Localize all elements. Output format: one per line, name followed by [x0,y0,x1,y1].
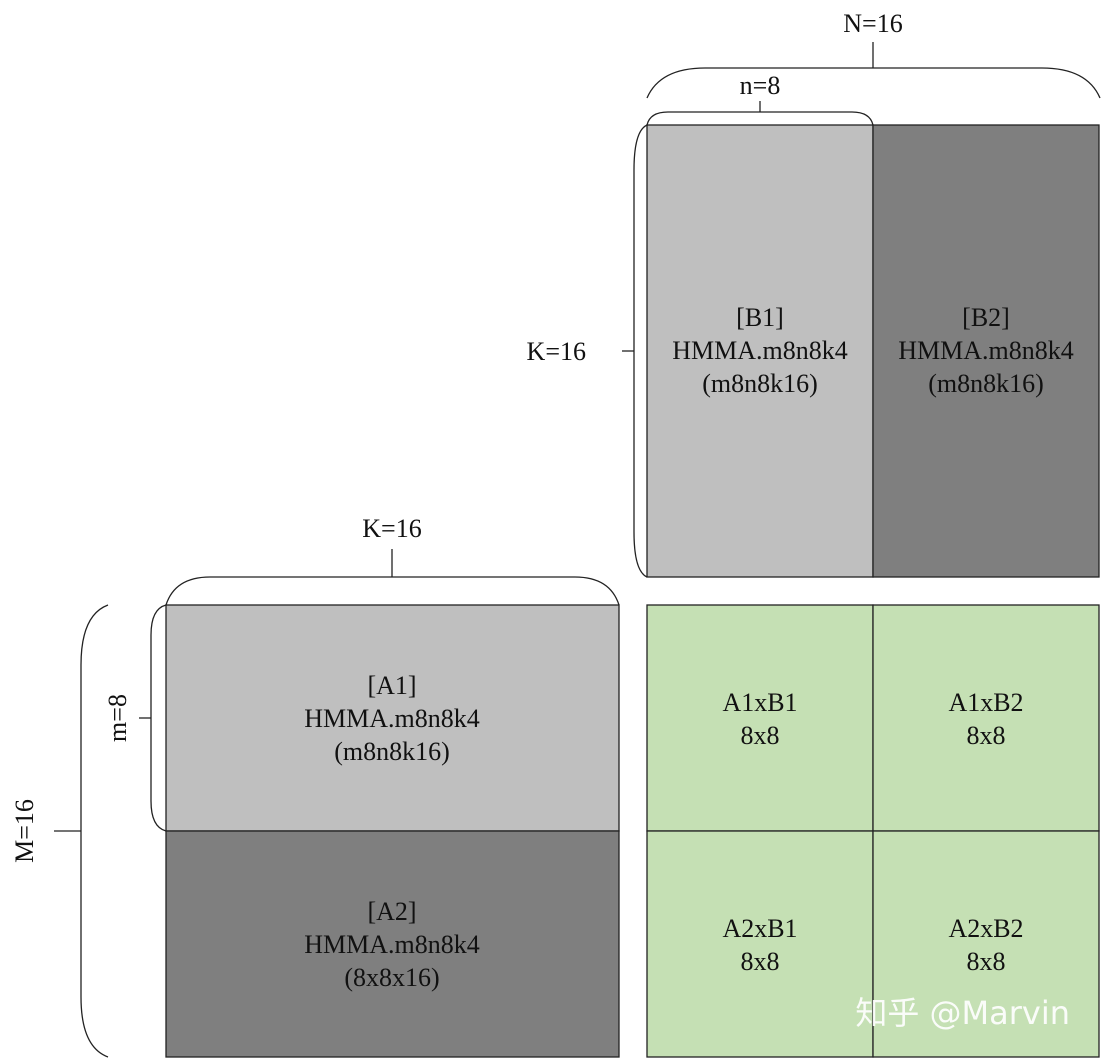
label-n-tile: n=8 [740,71,781,100]
a2-block [165,830,620,1058]
c21-block [646,830,874,1058]
b1-label-shape: (m8n8k16) [702,369,818,398]
brace-n-total: N=16 [646,9,1101,99]
c22-block [872,830,1100,1058]
a2-label-op: HMMA.m8n8k4 [304,930,480,959]
c21-label-size: 8x8 [741,947,780,976]
brace-n-tile: n=8 [646,71,874,126]
label-n-total: N=16 [843,9,902,38]
a-matrix: [A1] HMMA.m8n8k4 (m8n8k16) [A2] HMMA.m8n… [165,604,620,1058]
c12-label-size: 8x8 [967,721,1006,750]
c12-block [872,604,1100,832]
b1-block [646,124,874,578]
c21-label-product: A2xB1 [722,914,797,943]
c22-label-product: A2xB2 [948,914,1023,943]
c22-label-size: 8x8 [967,947,1006,976]
b1-label-id: [B1] [736,303,784,332]
c-matrix: A1xB1 8x8 A1xB2 8x8 A2xB1 8x8 A2xB2 8x8 [646,604,1100,1058]
a2-label-id: [A2] [367,897,416,926]
b-matrix: [B1] HMMA.m8n8k4 (m8n8k16) [B2] HMMA.m8n… [646,124,1100,578]
label-k-a: K=16 [362,514,421,543]
watermark: 知乎 @Marvin [855,994,1070,1032]
brace-m-tile: m=8 [103,604,167,832]
c11-label-product: A1xB1 [722,688,797,717]
a1-label-id: [A1] [367,671,416,700]
brace-k-a: K=16 [165,514,620,606]
a1-label-shape: (m8n8k16) [334,737,450,766]
b2-label-shape: (m8n8k16) [928,369,1044,398]
label-m-tile: m=8 [103,694,132,742]
a1-label-op: HMMA.m8n8k4 [304,704,480,733]
a1-block [165,604,620,832]
c12-label-product: A1xB2 [948,688,1023,717]
c11-label-size: 8x8 [741,721,780,750]
a2-label-shape: (8x8x16) [344,963,439,992]
label-k-b: K=16 [527,337,586,366]
label-m-total: M=16 [10,799,39,863]
b2-block [872,124,1100,578]
b1-label-op: HMMA.m8n8k4 [672,336,848,365]
b2-label-op: HMMA.m8n8k4 [898,336,1074,365]
brace-k-b: K=16 [527,124,648,578]
b2-label-id: [B2] [962,303,1010,332]
brace-m-total: M=16 [10,604,109,1058]
c11-block [646,604,874,832]
